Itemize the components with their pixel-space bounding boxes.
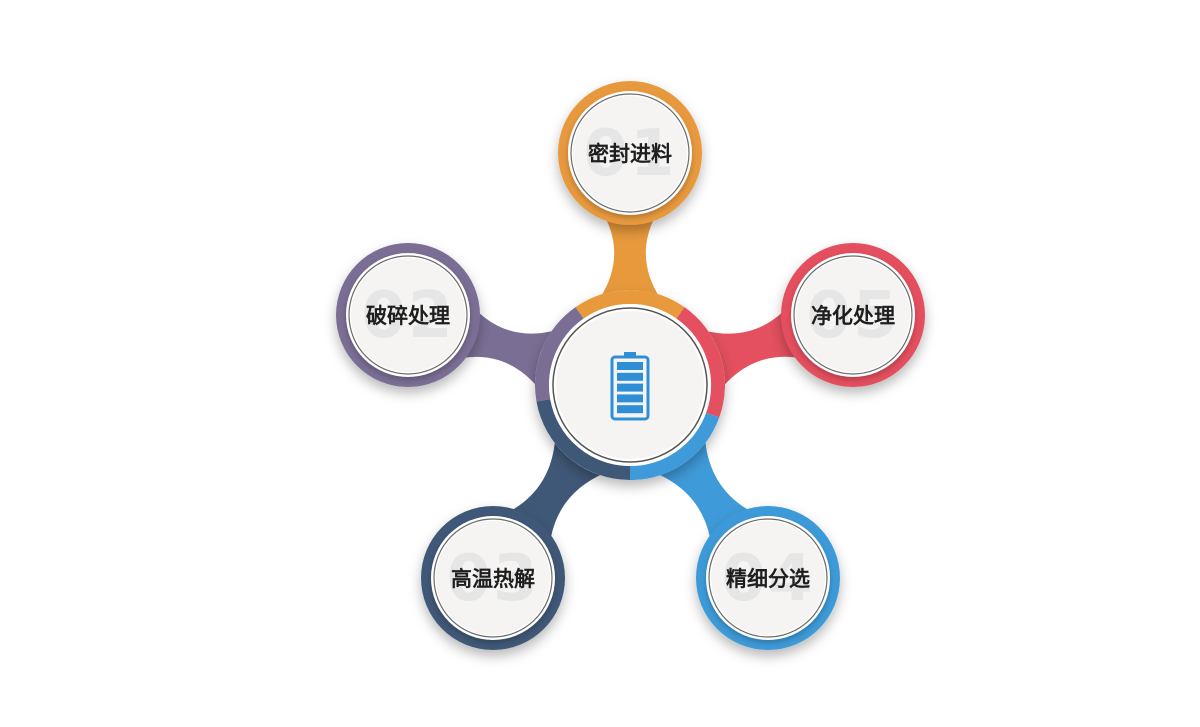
connector-01 xyxy=(600,219,660,298)
node-label-02: 破碎处理 xyxy=(366,304,450,328)
node-number-05: 05 xyxy=(806,279,899,353)
center-hub xyxy=(535,290,725,480)
node-disc-04 xyxy=(711,521,825,635)
node-number-03: 03 xyxy=(446,542,539,616)
node-inner-line-01 xyxy=(570,93,690,213)
hub-ring-segment-02 xyxy=(535,307,584,402)
node-label-01: 密封进料 xyxy=(588,142,672,166)
node-number-01: 01 xyxy=(583,117,676,191)
connector-05 xyxy=(704,311,798,388)
battery-icon xyxy=(610,352,650,421)
hub-ring-segment-04 xyxy=(629,412,720,480)
node-disc-01 xyxy=(573,96,687,210)
hub-ring-segment-03 xyxy=(536,398,631,480)
hub-inner-line xyxy=(552,307,708,463)
node-inner-line-05 xyxy=(793,255,913,375)
node-inner-line-02 xyxy=(348,255,468,375)
connector-02 xyxy=(463,311,557,388)
node-number-04: 04 xyxy=(721,542,814,616)
hub-ring-segment-01 xyxy=(575,290,685,319)
node-disc-02 xyxy=(351,258,465,372)
node-disc-03 xyxy=(436,521,550,635)
node-label-03: 高温热解 xyxy=(451,567,535,591)
node-inner-line-04 xyxy=(708,518,828,638)
hub-ring-segment-05 xyxy=(676,307,725,418)
node-disc-05 xyxy=(796,258,910,372)
node-label-04: 精细分选 xyxy=(726,567,810,591)
node-inner-line-03 xyxy=(433,518,553,638)
node-number-02: 02 xyxy=(361,279,454,353)
node-label-05: 净化处理 xyxy=(811,304,895,328)
